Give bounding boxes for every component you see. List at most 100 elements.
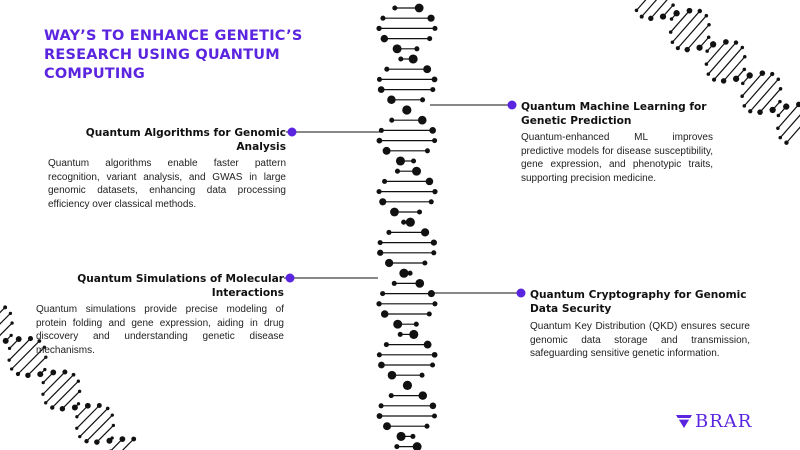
- helix-node: [422, 260, 428, 266]
- helix-node: [380, 15, 386, 21]
- helix-rung: [96, 425, 114, 443]
- helix-node: [407, 270, 413, 276]
- helix-node: [669, 17, 674, 21]
- helix-node: [648, 15, 654, 22]
- helix-node: [430, 362, 436, 368]
- helix-node: [432, 138, 438, 144]
- helix-rung: [759, 88, 781, 113]
- helix-node: [396, 431, 406, 441]
- helix-node: [746, 72, 753, 79]
- helix-rung: [671, 10, 701, 43]
- helix-node: [78, 435, 82, 439]
- connector-dots: [285, 100, 526, 298]
- helix-node: [380, 291, 386, 297]
- helix-rung: [670, 10, 690, 33]
- helix-node: [769, 106, 776, 114]
- central-dna-helix: [376, 3, 438, 450]
- helix-node: [37, 339, 42, 343]
- helix-node: [75, 415, 79, 419]
- helix-node: [634, 8, 639, 13]
- helix-node: [119, 436, 126, 442]
- helix-node: [778, 87, 783, 91]
- helix-rung: [636, 0, 647, 11]
- helix-node: [378, 403, 384, 409]
- helix-node: [784, 140, 789, 145]
- helix-node: [8, 311, 13, 316]
- helix-node: [376, 301, 382, 307]
- brand-logo-text: BRAR: [695, 410, 753, 432]
- helix-node: [778, 135, 783, 140]
- helix-node: [732, 75, 740, 82]
- helix-rung: [17, 346, 45, 375]
- helix-rung: [0, 306, 6, 314]
- helix-node: [27, 336, 34, 342]
- helix-node: [76, 402, 81, 406]
- helix-node: [7, 346, 12, 351]
- helix-rung: [27, 356, 47, 376]
- helix-node: [697, 8, 703, 14]
- helix-node: [706, 35, 711, 40]
- helix-node: [10, 367, 14, 371]
- helix-node: [419, 372, 425, 378]
- helix-rung: [11, 340, 40, 370]
- helix-node: [404, 107, 410, 113]
- helix-node: [675, 46, 680, 51]
- point-quantum-cryptography: Quantum Cryptography for Genomic Data Se…: [530, 288, 750, 361]
- helix-rung: [786, 126, 800, 144]
- helix-node: [15, 371, 21, 377]
- helix-node: [384, 66, 390, 72]
- helix-node: [397, 331, 403, 337]
- helix-node: [110, 436, 114, 440]
- helix-node: [709, 41, 717, 48]
- helix-node: [402, 380, 413, 390]
- point-heading: Quantum Simulations of Molecular Interac…: [77, 273, 284, 299]
- point-body: Quantum-enhanced ML improves predictive …: [521, 132, 713, 184]
- helix-node: [704, 62, 709, 66]
- helix-node: [106, 437, 113, 444]
- point-body: Quantum Key Distribution (QKD) ensures s…: [530, 321, 750, 359]
- helix-node: [401, 219, 407, 225]
- helix-node: [379, 198, 387, 206]
- helix-rung: [707, 42, 737, 75]
- helix-rung: [650, 0, 668, 19]
- helix-node: [399, 268, 409, 278]
- helix-node: [394, 168, 401, 174]
- helix-rung: [0, 312, 11, 325]
- helix-node: [71, 372, 76, 377]
- helix-node: [380, 310, 389, 318]
- helix-node: [376, 76, 383, 82]
- helix-node: [411, 158, 417, 164]
- corner-dna-helix-bottom-left: [0, 305, 137, 450]
- helix-rung: [749, 78, 779, 112]
- helix-node: [15, 336, 22, 343]
- helix-rung: [86, 414, 113, 442]
- helix-node: [684, 46, 690, 53]
- helix-node: [37, 371, 44, 378]
- helix-node: [392, 5, 398, 11]
- helix-node: [740, 45, 745, 50]
- helix-node: [380, 34, 389, 43]
- point-body: Quantum simulations provide precise mode…: [36, 304, 284, 356]
- helix-node: [431, 413, 438, 419]
- helix-rung: [45, 374, 74, 404]
- helix-node: [696, 44, 703, 51]
- helix-node: [427, 290, 435, 298]
- connector-dot-3: [285, 273, 295, 283]
- helix-node: [742, 67, 747, 72]
- helix-node: [382, 178, 388, 184]
- helix-node: [44, 401, 48, 405]
- helix-node: [639, 14, 644, 19]
- helix-node: [42, 345, 47, 349]
- helix-node: [377, 240, 383, 246]
- helix-node: [377, 249, 384, 256]
- helix-node: [94, 439, 100, 445]
- helix-node: [382, 146, 391, 155]
- helix-node: [423, 65, 432, 74]
- helix-rung: [677, 15, 707, 49]
- helix-node: [378, 127, 384, 133]
- helix-node: [748, 109, 753, 114]
- helix-node: [376, 352, 382, 358]
- helix-node: [720, 78, 727, 84]
- helix-node: [10, 321, 14, 325]
